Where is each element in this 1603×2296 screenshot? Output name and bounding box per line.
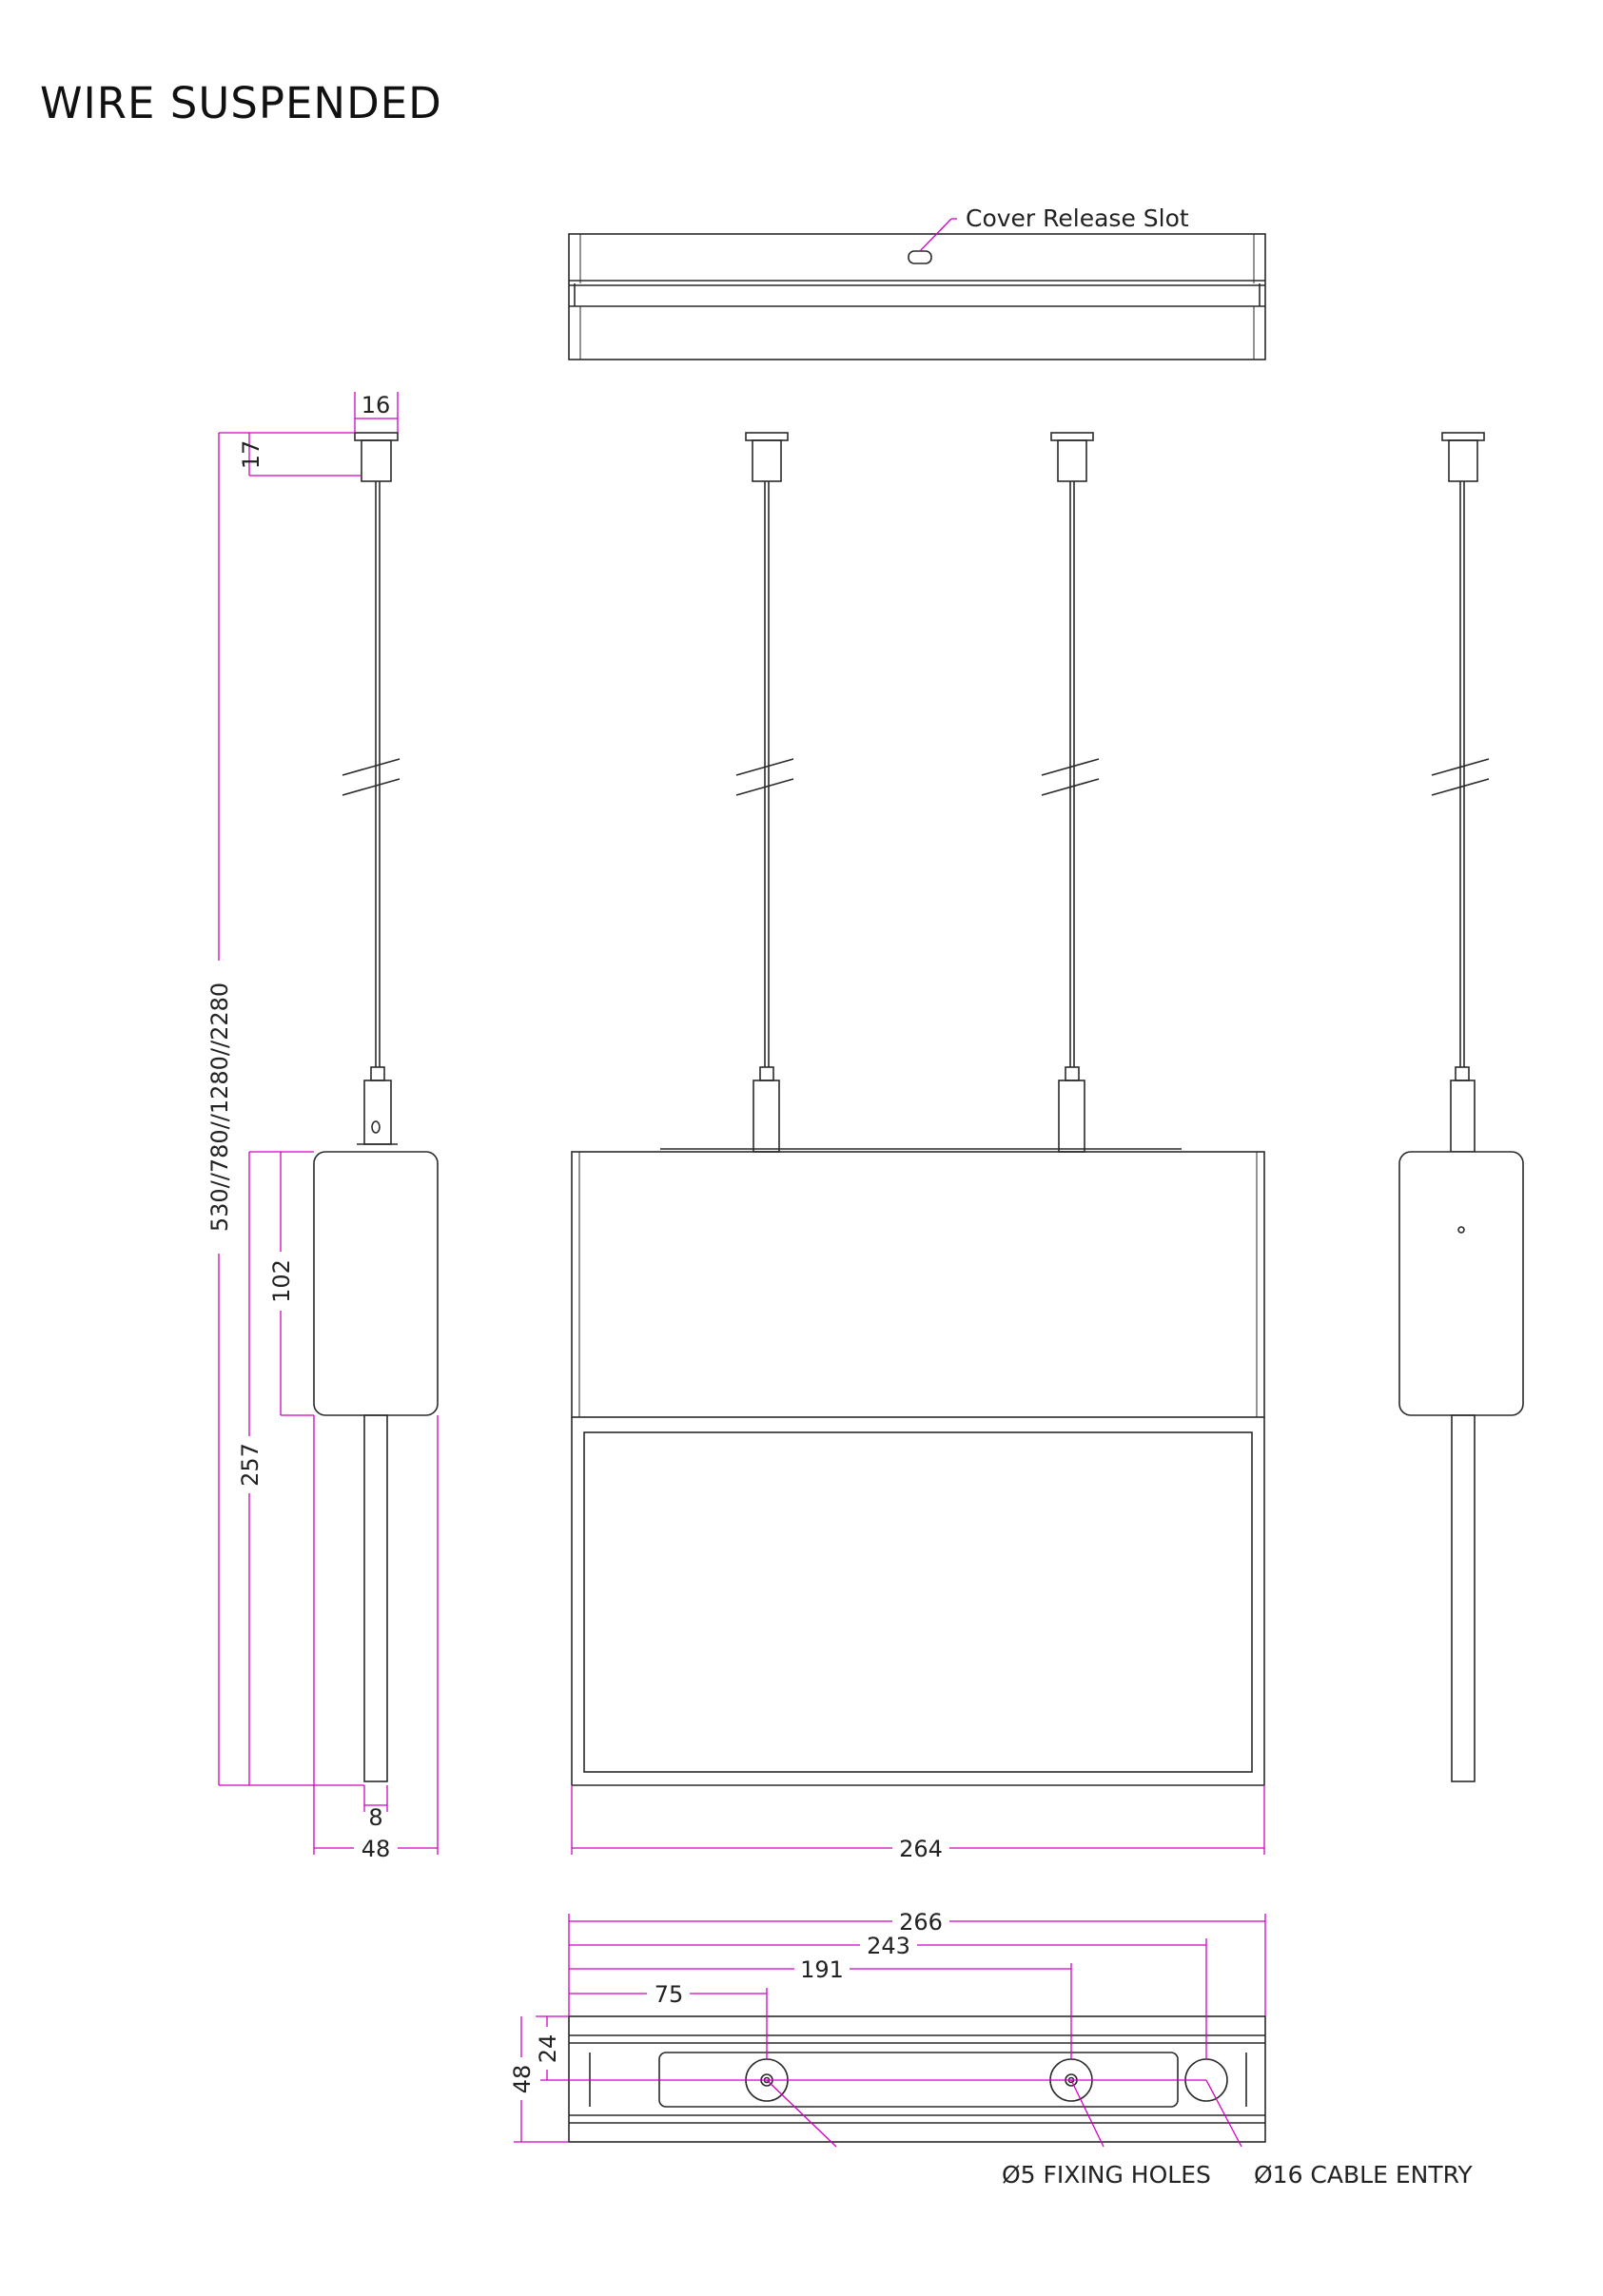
dim-stem-width: 8: [368, 1804, 382, 1831]
wire-gripper: [363, 1080, 392, 1145]
front-view: [571, 432, 1265, 1786]
battery-body: [313, 1151, 439, 1416]
ceiling-cap: [354, 432, 399, 441]
base-outline: [568, 2015, 1266, 2143]
break-mark: [342, 758, 401, 776]
dimension-labels: 16 17 530//780//1280//2280 102 257 8 48 …: [206, 392, 943, 2093]
cover-release-slot: [908, 250, 932, 264]
dim-ceiling-cap-width: 16: [362, 392, 391, 418]
top-view-outline: [568, 233, 1266, 360]
sign-housing: [571, 1151, 1265, 1418]
dim-base-overall: 266: [899, 1909, 943, 1936]
side-plate: [363, 1414, 388, 1782]
dim-total-height: 257: [237, 1443, 264, 1487]
cover-release-slot-label: Cover Release Slot: [966, 204, 1189, 232]
dim-base-hole-1: 75: [655, 1981, 684, 2008]
dim-body-depth: 48: [362, 1836, 391, 1862]
dimension-lines: [218, 392, 1266, 2148]
left-side-view: [313, 432, 439, 1782]
ceiling-cap-body: [361, 439, 392, 482]
bottom-view: [568, 2015, 1266, 2143]
dim-base-depth: 48: [509, 2065, 536, 2094]
top-view: Cover Release Slot: [568, 204, 1266, 360]
dim-base-hole-2: 191: [800, 1956, 844, 1983]
dim-ceiling-cap-height: 17: [238, 440, 264, 470]
dim-body-height: 102: [268, 1259, 295, 1303]
dim-sign-width: 264: [899, 1836, 943, 1862]
dim-base-cable-entry: 243: [867, 1933, 910, 1959]
dim-base-hole-offset: 24: [535, 2034, 561, 2064]
right-side-view: [1398, 432, 1524, 1782]
legend-panel: [583, 1431, 1253, 1773]
fixing-holes-label: Ø5 FIXING HOLES: [1002, 2161, 1211, 2189]
dim-overall-drop: 530//780//1280//2280: [206, 983, 233, 1232]
cable-entry-label: Ø16 CABLE ENTRY: [1254, 2161, 1473, 2189]
page-title: WIRE SUSPENDED: [40, 78, 442, 128]
